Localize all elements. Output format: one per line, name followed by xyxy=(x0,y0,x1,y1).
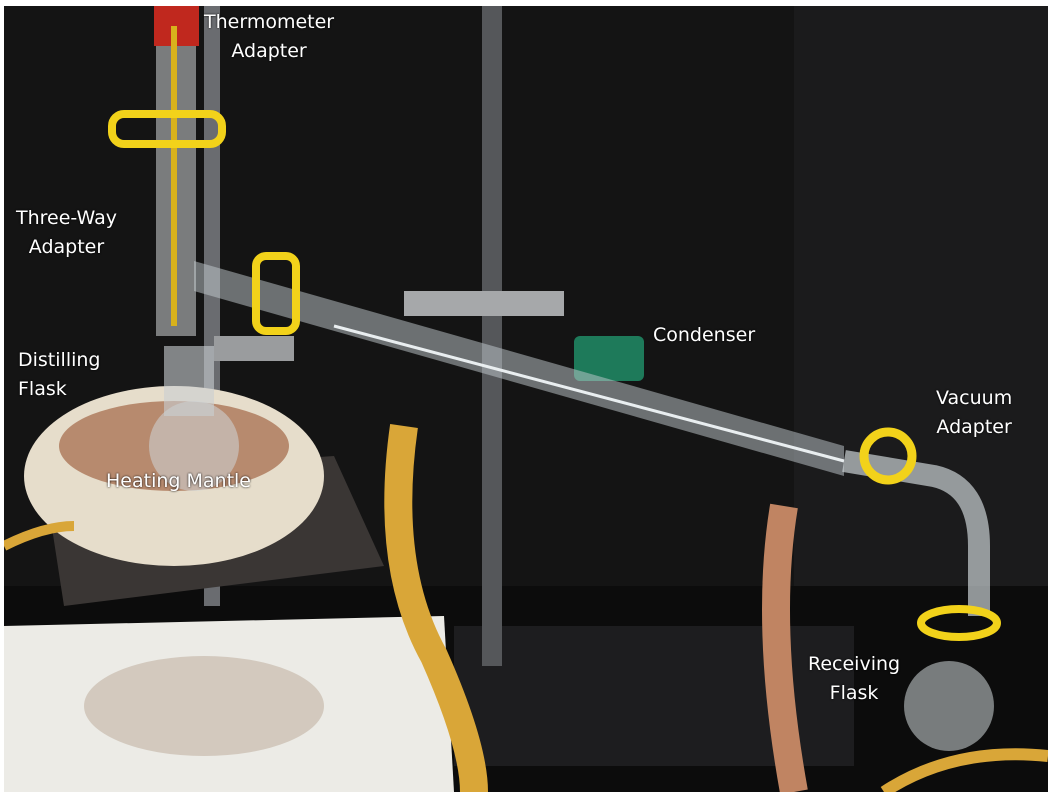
label-line: Three-Way xyxy=(16,207,117,229)
label-line: Thermometer xyxy=(204,11,335,33)
label-condenser: Condenser xyxy=(653,324,756,346)
water-outlet-tubing xyxy=(762,503,808,792)
water-inlet-tubing xyxy=(384,424,488,792)
vacuum-adapter xyxy=(842,450,990,616)
label-line: Distilling xyxy=(18,349,101,371)
distillation-apparatus-photo xyxy=(4,6,1048,792)
condenser-clamp xyxy=(404,291,564,316)
label-heating-mantle: Heating Mantle xyxy=(106,470,251,492)
label-line: Adapter xyxy=(28,236,105,258)
label-line: Adapter xyxy=(936,416,1012,438)
keck-clip xyxy=(859,427,917,485)
label-line: Vacuum xyxy=(936,387,1013,409)
label-three-way-adapter: Three-Way Adapter xyxy=(16,204,117,262)
label-line: Flask xyxy=(829,682,879,704)
label-line: Adapter xyxy=(231,40,307,62)
label-line: Receiving xyxy=(808,653,901,675)
label-distilling-flask: Distilling Flask xyxy=(18,346,100,404)
keck-clip xyxy=(108,110,226,148)
distilling-flask xyxy=(149,401,239,491)
condenser xyxy=(194,261,844,476)
stand-rod xyxy=(482,6,502,666)
clamp xyxy=(214,336,294,361)
label-thermometer-adapter: Thermometer Adapter xyxy=(204,8,334,66)
label-vacuum-adapter: Vacuum Adapter xyxy=(936,384,1012,442)
receiving-flask xyxy=(904,661,994,751)
label-receiving-flask: Receiving Flask xyxy=(808,650,900,708)
keck-clip xyxy=(917,605,1001,641)
label-line: Flask xyxy=(18,378,67,400)
keck-clip xyxy=(252,252,300,335)
